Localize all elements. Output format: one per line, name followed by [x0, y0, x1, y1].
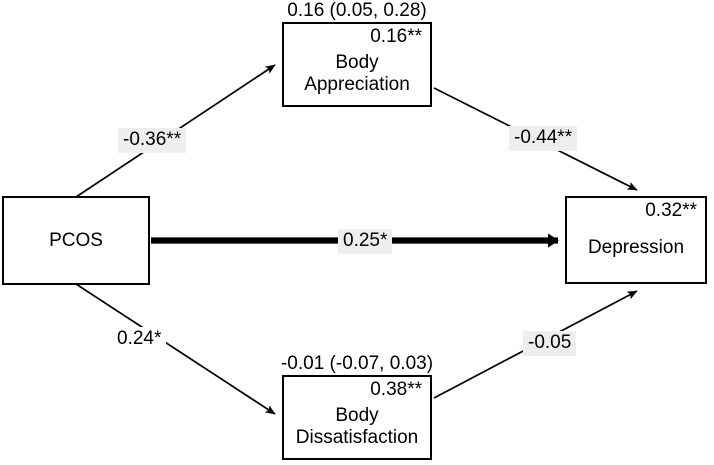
indirect-effect-body-appreciation: 0.16 (0.05, 0.28) — [287, 0, 427, 21]
path-label-pcos-to-body-appreciation: -0.36** — [118, 128, 187, 153]
node-depression[interactable]: 0.32** Depression — [565, 196, 707, 284]
node-depression-coefficient: 0.32** — [645, 200, 697, 221]
path-line-pcos-to-body-dissatisfaction — [75, 283, 276, 415]
node-body-dissatisfaction[interactable]: 0.38** Body Dissatisfaction — [282, 375, 432, 460]
node-body-appreciation-coefficient: 0.16** — [370, 26, 422, 47]
indirect-effect-body-dissatisfaction: -0.01 (-0.07, 0.03) — [280, 353, 434, 374]
path-label-pcos-to-body-dissatisfaction: 0.24* — [112, 327, 167, 352]
node-pcos[interactable]: PCOS — [2, 196, 150, 285]
path-label-body-dissatisfaction-to-depression: -0.05 — [523, 331, 577, 356]
node-body-dissatisfaction-label: Body Dissatisfaction — [295, 405, 419, 448]
path-label-body-appreciation-to-depression: -0.44** — [509, 126, 578, 151]
node-body-dissatisfaction-coefficient: 0.38** — [370, 379, 422, 400]
path-label-pcos-to-depression-direct: 0.25* — [338, 229, 393, 254]
node-body-appreciation-label: Body Appreciation — [304, 52, 410, 95]
node-pcos-label: PCOS — [49, 229, 103, 251]
node-depression-label: Depression — [587, 237, 685, 259]
node-body-appreciation[interactable]: 0.16** Body Appreciation — [282, 22, 432, 107]
